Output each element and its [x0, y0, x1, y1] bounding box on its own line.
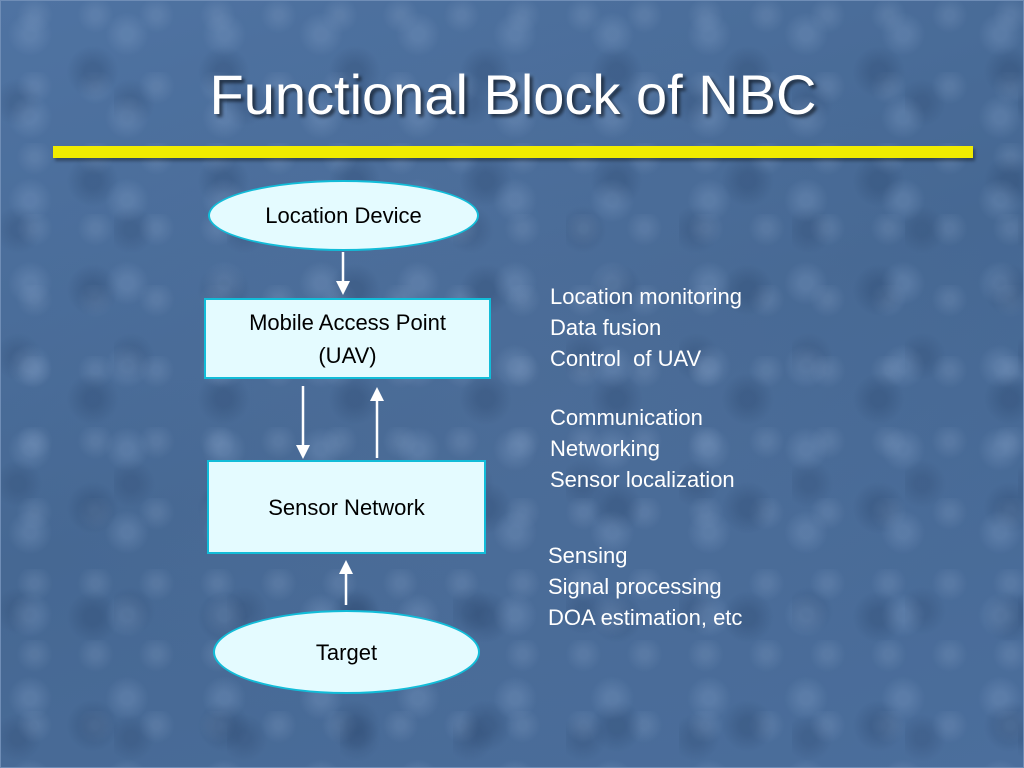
location-device-node: Location Device: [208, 180, 479, 251]
annotation-line: Networking: [550, 436, 661, 461]
annotation-line: Communication: [550, 405, 703, 430]
target-label: Target: [315, 639, 378, 665]
network-functions: Communication Networking Sensor localiza…: [550, 402, 735, 495]
annotation-line: Control of UAV: [550, 346, 702, 371]
mobile-access-point-node: Mobile Access Point (UAV): [204, 298, 491, 379]
annotation-line: Signal processing: [548, 574, 722, 599]
slide-title: Functional Block of NBC: [209, 63, 817, 126]
annotation-line: Sensor localization: [550, 467, 735, 492]
arrow-sensor-network-to-access-point: [370, 387, 384, 458]
location-device-label: Location Device: [265, 203, 422, 228]
mobile-access-point-label: Mobile Access Point: [249, 309, 446, 335]
title-underline-bar: [53, 146, 973, 158]
arrow-location-device-to-access-point: [336, 252, 350, 295]
annotation-line: DOA estimation, etc: [548, 605, 743, 630]
access-point-functions: Location monitoring Data fusion Control …: [550, 281, 742, 374]
sensor-network-label: Sensor Network: [268, 494, 425, 520]
annotation-line: Location monitoring: [550, 284, 743, 309]
sensor-network-node: Sensor Network: [207, 460, 486, 554]
arrow-access-point-to-sensor-network: [296, 386, 310, 459]
annotation-line: Sensing: [548, 543, 628, 568]
annotation-line: Data fusion: [550, 315, 662, 340]
target-node: Target: [213, 610, 480, 694]
sensor-functions: Sensing Signal processing DOA estimation…: [548, 540, 742, 633]
mobile-access-point-sublabel: (UAV): [318, 342, 377, 368]
arrow-target-to-sensor-network: [339, 560, 353, 605]
